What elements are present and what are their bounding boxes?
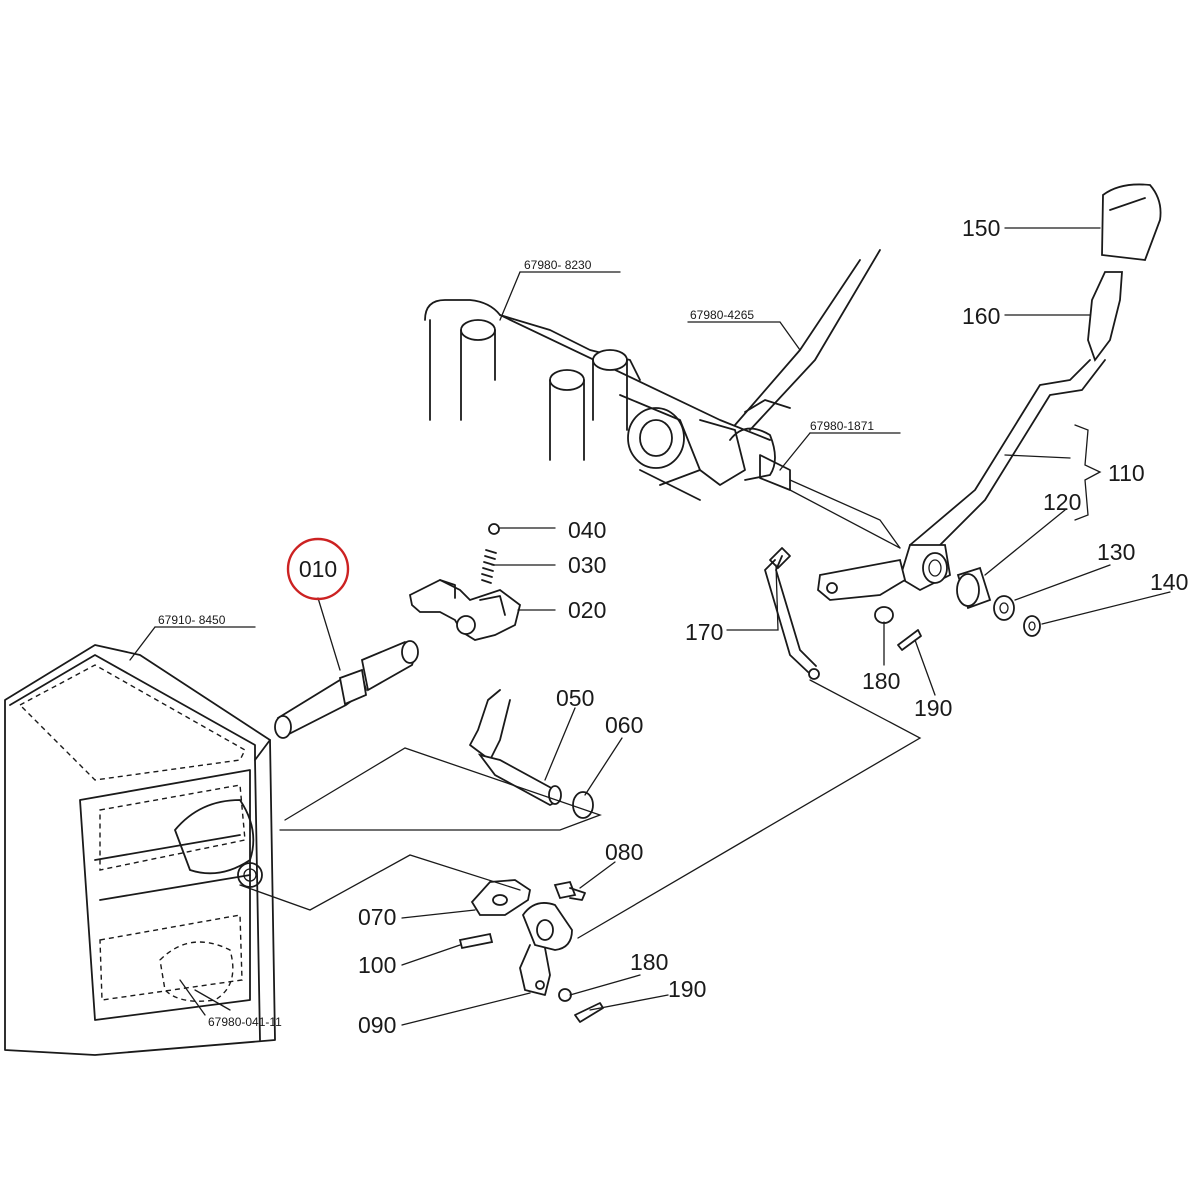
part-label-190-lower: 190 — [668, 976, 706, 1002]
part-label-150: 150 — [962, 215, 1000, 241]
lever-arm-090 — [521, 902, 573, 951]
transmission-case — [4, 644, 276, 1056]
part-label-060: 060 — [605, 712, 643, 738]
shift-fork-020 — [408, 578, 522, 641]
part-label-180-upper: 180 — [862, 668, 900, 694]
shift-housing — [424, 249, 901, 549]
part-label-120: 120 — [1043, 489, 1081, 515]
clip-140 — [1023, 615, 1041, 637]
detent-ball-040 — [488, 523, 500, 535]
leader-lines — [129, 227, 1171, 1026]
rod-170 — [764, 547, 820, 680]
bushing-120 — [956, 566, 992, 610]
part-label-180-lower: 180 — [630, 949, 668, 975]
washer-180 — [874, 606, 894, 624]
part-label-050: 050 — [556, 685, 594, 711]
detent-spring-030 — [481, 549, 497, 584]
part-label-140: 140 — [1150, 569, 1188, 595]
knob-150 — [1101, 183, 1162, 261]
bolt-080 — [553, 880, 577, 900]
shift-lever-110 — [817, 183, 1162, 601]
pin-190 — [897, 629, 922, 651]
part-labels: 010 040 030 020 050 060 080 070 100 090 … — [299, 215, 1189, 1038]
o-ring-060 — [572, 791, 594, 819]
connection-lines — [239, 489, 922, 939]
part-label-170: 170 — [685, 619, 723, 645]
part-label-090: 090 — [358, 1012, 396, 1038]
part-label-020: 020 — [568, 597, 606, 623]
lever-shaft-050 — [469, 689, 562, 807]
part-label-070: 070 — [358, 904, 396, 930]
grip-160 — [1087, 271, 1123, 362]
part-label-190-upper: 190 — [914, 695, 952, 721]
highlight-circle — [286, 537, 350, 601]
ref-label-8450: 67910- 8450 — [158, 613, 226, 627]
lower-linkage — [458, 879, 604, 1023]
ref-label-8230: 67980- 8230 — [524, 258, 592, 272]
part-label-110: 110 — [1108, 460, 1145, 486]
reference-labels: 67980- 8230 67980-4265 67980-1871 67910-… — [158, 258, 874, 1029]
shift-fork-shaft-010 — [274, 640, 419, 739]
part-label-040: 040 — [568, 517, 606, 543]
pin-100 — [458, 932, 494, 950]
part-label-080: 080 — [605, 839, 643, 865]
part-label-130: 130 — [1097, 539, 1135, 565]
ref-label-4265: 67980-4265 — [690, 308, 754, 322]
gasket-070 — [470, 879, 532, 916]
ref-label-1871: 67980-1871 — [810, 419, 874, 433]
part-label-030: 030 — [568, 552, 606, 578]
part-label-100: 100 — [358, 952, 396, 978]
ref-label-041-11: 67980-041-11 — [208, 1015, 282, 1029]
washer-130 — [993, 595, 1015, 621]
part-label-160: 160 — [962, 303, 1000, 329]
part-label-010: 010 — [299, 556, 337, 582]
